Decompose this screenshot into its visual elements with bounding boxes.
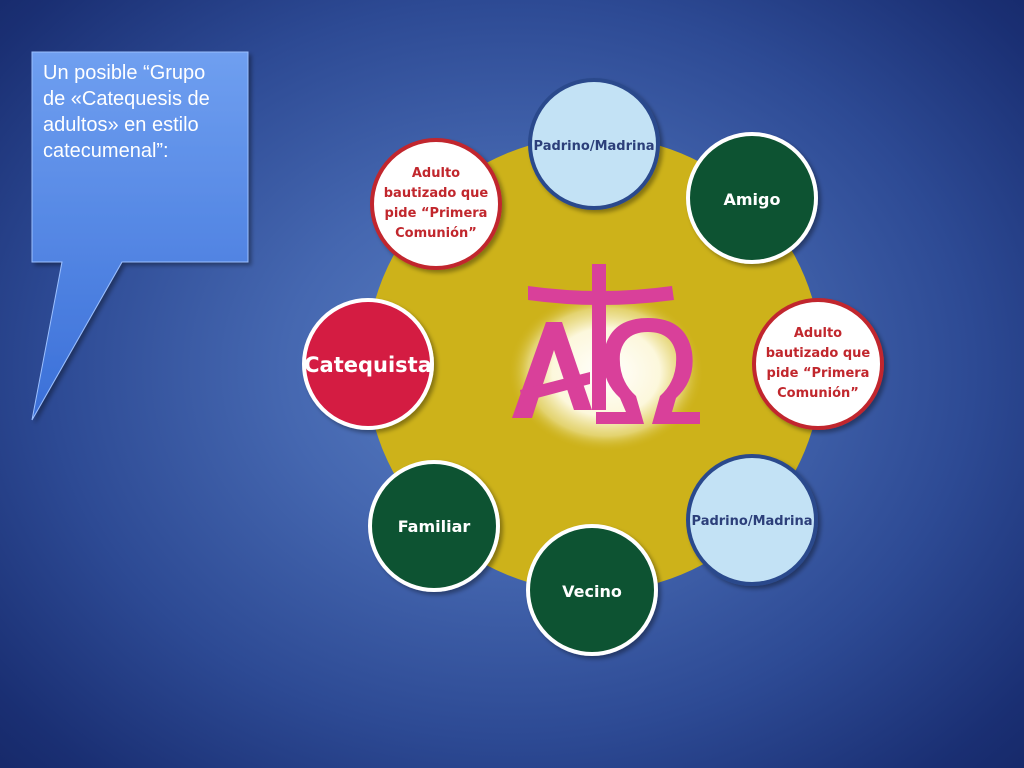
amigo-label: Amigo [688, 186, 816, 212]
callout-text: Un posible “Grupo de «Catequesis de adul… [43, 60, 248, 164]
node-label-line: pide “Primera [766, 366, 870, 381]
node-label-line: bautizado que [383, 186, 489, 201]
padrino-bottom-label: Padrino/Madrina [688, 506, 816, 536]
node-label-line: Padrino/Madrina [691, 513, 813, 529]
node-label-line: bautizado que [765, 346, 871, 361]
callout-line: catecumenal”: [43, 140, 169, 162]
alpha-omega-symbol [512, 264, 700, 424]
padrino-bottom-node [686, 454, 818, 586]
padrino-top-node [528, 78, 660, 210]
node-label-line: Amigo [723, 189, 781, 209]
callout-line: de «Catequesis de [43, 88, 210, 110]
vecino-node [526, 524, 658, 656]
familiar-node [368, 460, 500, 592]
catequista-label: Catequista [302, 348, 434, 382]
node-label-line: Familiar [397, 516, 471, 536]
callout-bubble [31, 51, 249, 421]
padrino-top-label: Padrino/Madrina [530, 128, 658, 164]
node-label-line: Comunión” [395, 226, 477, 241]
familiar-label: Familiar [370, 513, 498, 539]
node-label-line: Adulto [793, 326, 843, 341]
node-label-line: Adulto [411, 166, 461, 181]
vecino-label: Vecino [528, 578, 656, 604]
node-label-line: Padrino/Madrina [533, 138, 655, 154]
adulto-right-label: Adulto bautizado que pide “Primera Comun… [756, 320, 880, 408]
amigo-node [686, 132, 818, 264]
callout-line: Un posible “Grupo [43, 62, 206, 84]
node-label-line: pide “Primera [384, 206, 488, 221]
node-label-line: Catequista [304, 353, 432, 377]
catequista-node [302, 298, 434, 430]
adulto-left-node [370, 138, 502, 270]
adulto-right-node [752, 298, 884, 430]
callout-line: adultos» en estilo [43, 114, 199, 136]
node-label-line: Vecino [562, 581, 622, 601]
node-label-line: Comunión” [777, 386, 859, 401]
adulto-left-label: Adulto bautizado que pide “Primera Comun… [374, 160, 498, 248]
